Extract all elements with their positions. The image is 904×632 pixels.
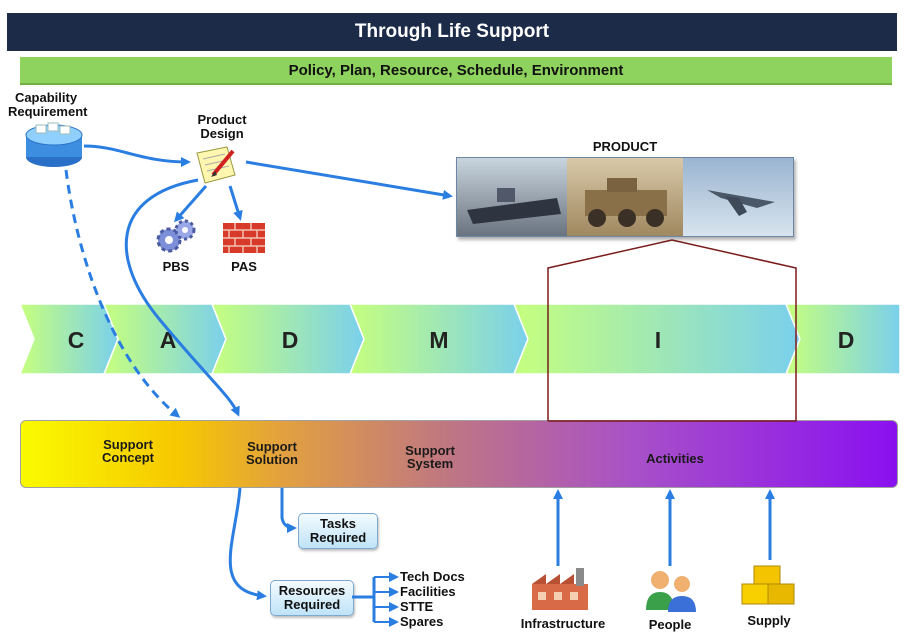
brick-wall-icon bbox=[223, 223, 265, 253]
support-solution-label: Support Solution bbox=[246, 439, 298, 467]
resource-item-facilities: Facilities bbox=[400, 584, 456, 599]
policy-bar: Policy, Plan, Resource, Schedule, Enviro… bbox=[20, 57, 892, 85]
factory-icon bbox=[532, 568, 588, 610]
policy-bar-text: Policy, Plan, Resource, Schedule, Enviro… bbox=[288, 61, 624, 79]
resources-required-box: Resources Required bbox=[270, 580, 354, 616]
pbs-label: PBS bbox=[162, 259, 190, 274]
tasks-required-box: Tasks Required bbox=[298, 513, 378, 549]
phase-label-d2: D bbox=[837, 327, 855, 353]
phase-chevrons bbox=[18, 303, 901, 375]
product-photo-strip bbox=[457, 158, 793, 236]
page-title: Through Life Support bbox=[354, 21, 550, 42]
phase-label-d: D bbox=[281, 327, 299, 353]
database-icon bbox=[25, 122, 83, 167]
title-bar: Through Life Support bbox=[7, 13, 897, 51]
people-label: People bbox=[648, 617, 692, 632]
product-label: PRODUCT bbox=[592, 139, 658, 154]
phase-label-i: I bbox=[654, 327, 662, 353]
support-concept-label: Support Concept bbox=[102, 437, 154, 465]
tasks-required-label: Tasks Required bbox=[309, 516, 367, 545]
support-system-label: Support System bbox=[405, 443, 455, 471]
design-document-icon bbox=[196, 146, 236, 184]
people-icon bbox=[646, 571, 696, 612]
phase-chevron bbox=[784, 303, 901, 375]
supply-label: Supply bbox=[747, 613, 791, 628]
pas-label: PAS bbox=[231, 259, 257, 274]
resource-item-spares: Spares bbox=[400, 614, 444, 629]
infrastructure-label: Infrastructure bbox=[520, 616, 606, 631]
product-image bbox=[456, 157, 794, 237]
phase-label-m: M bbox=[429, 327, 449, 353]
activities-label: Activities bbox=[646, 451, 704, 466]
boxes-icon bbox=[741, 565, 795, 605]
resource-item-tech-docs: Tech Docs bbox=[400, 569, 465, 584]
resource-item-stte: STTE bbox=[400, 599, 434, 614]
gears-icon bbox=[156, 219, 196, 253]
resources-required-label: Resources Required bbox=[278, 583, 346, 612]
product-design-label: Product Design bbox=[197, 112, 247, 141]
support-band bbox=[20, 420, 898, 488]
product-outline bbox=[547, 239, 797, 422]
capability-requirement-label: Capability Requirement bbox=[8, 90, 88, 119]
phase-label-c: C bbox=[67, 327, 85, 353]
